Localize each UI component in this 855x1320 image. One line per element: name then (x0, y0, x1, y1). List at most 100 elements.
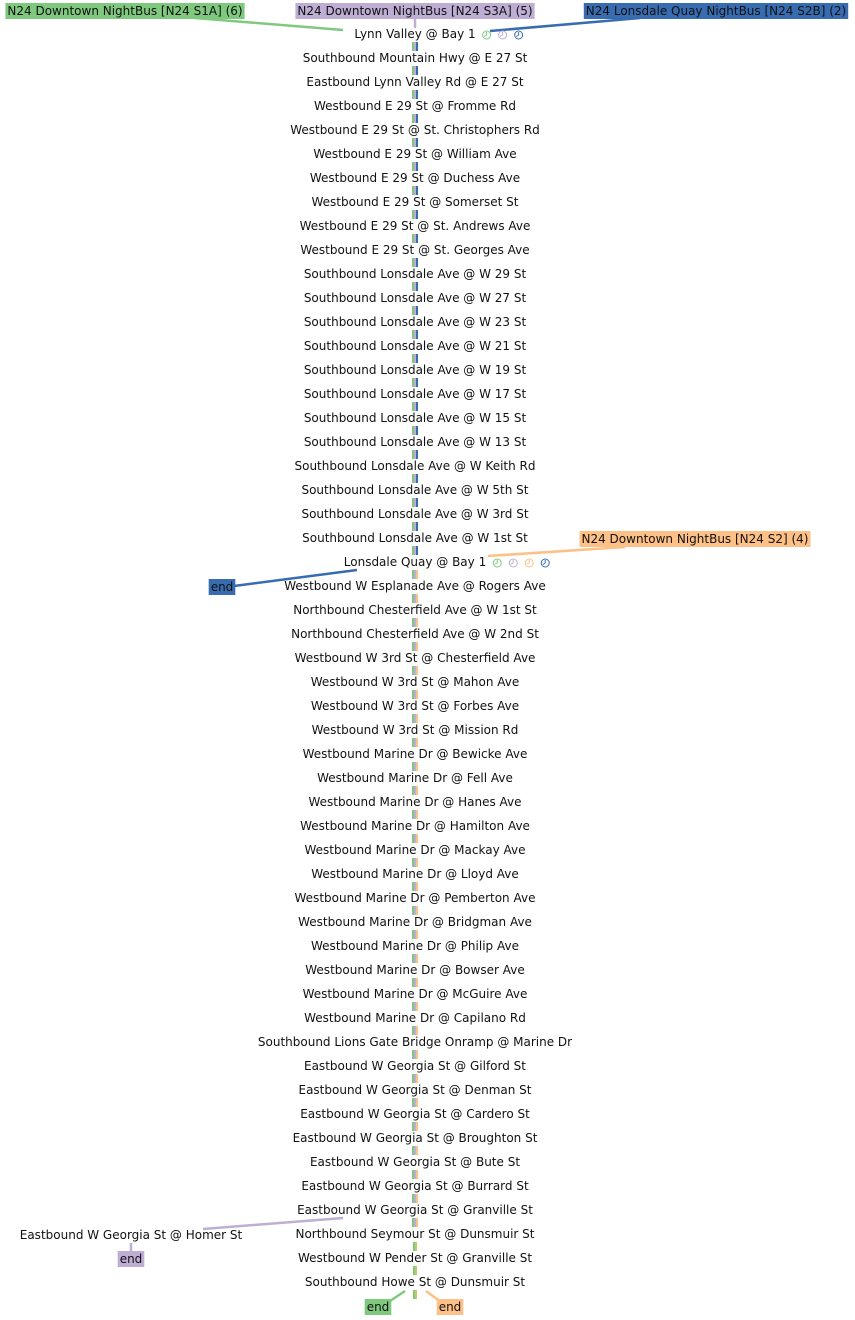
segment-bar (414, 354, 416, 363)
segment-bar (412, 570, 414, 579)
segment-bar (412, 354, 414, 363)
route-label-s2-box (579, 531, 811, 547)
stop-label: Southbound Lonsdale Ave @ W 5th St (301, 483, 528, 497)
route-label-s2-text: N24 Downtown NightBus [N24 S2] (4) (582, 532, 809, 546)
segment-bar (412, 1074, 414, 1083)
route-label-s2b-text: N24 Lonsdale Quay NightBus [N24 S2B] (2) (586, 4, 846, 18)
segment-bar (416, 1146, 418, 1155)
segment-bar (415, 1266, 417, 1275)
segment-bar (416, 690, 418, 699)
stop-label: Westbound E 29 St @ St. Christophers Rd (290, 123, 540, 137)
segment-bar (414, 258, 416, 267)
segment-bar (414, 210, 416, 219)
end-marker-s2: end (436, 1299, 464, 1315)
stop-label: Eastbound Lynn Valley Rd @ E 27 St (306, 75, 523, 89)
segment-bar (412, 378, 414, 387)
segment-bar (414, 1026, 416, 1035)
segment-bar (412, 90, 414, 99)
segment-bar (413, 1242, 415, 1251)
stop-label: Westbound Marine Dr @ Philip Ave (311, 939, 519, 953)
clock-icon (492, 558, 502, 568)
segment-bar (415, 1242, 417, 1251)
segment-bar (414, 858, 416, 867)
segment-bar (412, 954, 414, 963)
segment-bar (414, 450, 416, 459)
segment-bar (414, 1146, 416, 1155)
segment-bar (412, 930, 414, 939)
stop-label: Westbound E 29 St @ St. Georges Ave (300, 243, 529, 257)
segment-bar (413, 1266, 415, 1275)
segment-bar (412, 1098, 414, 1107)
segment-bar (414, 162, 416, 171)
segment-bar (414, 402, 416, 411)
stop-label: Westbound W Pender St @ Granville St (298, 1251, 532, 1265)
route-label-s1a: N24 Downtown NightBus [N24 S1A] (6) (5, 3, 245, 19)
stop-label: Westbound Marine Dr @ Hamilton Ave (300, 819, 530, 833)
segment-bar (414, 1170, 416, 1179)
segment-bar (414, 330, 416, 339)
segment-bar (414, 474, 416, 483)
stop-label: Northbound Chesterfield Ave @ W 2nd St (291, 627, 539, 641)
segment-bar (412, 474, 414, 483)
segment-bar (416, 66, 418, 75)
segment-bar (414, 882, 416, 891)
segment-bar (416, 330, 418, 339)
segment-bar (412, 666, 414, 675)
stop-label: Southbound Lonsdale Ave @ W 13 St (304, 435, 527, 449)
segment-bar (412, 1026, 414, 1035)
stop-label: Westbound Marine Dr @ McGuire Ave (303, 987, 528, 1001)
segment-bar (412, 906, 414, 915)
segment-bar (416, 834, 418, 843)
stop-label: Eastbound W Georgia St @ Denman St (298, 1083, 531, 1097)
stop-label: Westbound Marine Dr @ Pemberton Ave (295, 891, 536, 905)
segment-bar (416, 810, 418, 819)
end-marker-s3a-box (117, 1251, 145, 1267)
stop-label: Southbound Lonsdale Ave @ W 3rd St (301, 507, 528, 521)
segment-bar (412, 762, 414, 771)
segment-bar (416, 522, 418, 531)
stop-label: Southbound Lions Gate Bridge Onramp @ Ma… (258, 1035, 572, 1049)
segment-bar (416, 762, 418, 771)
stop-label: Southbound Lonsdale Ave @ W 1st St (302, 531, 528, 545)
stop-label: Westbound Marine Dr @ Bewicke Ave (303, 747, 528, 761)
end-marker-s1a-box (364, 1299, 392, 1315)
segment-bar (416, 378, 418, 387)
segment-bar (416, 570, 418, 579)
segment-bar (414, 738, 416, 747)
segment-bar (416, 978, 418, 987)
segment-bar (414, 786, 416, 795)
segment-bar (416, 282, 418, 291)
stop-label: Westbound E 29 St @ Duchess Ave (310, 171, 520, 185)
segment-bar (414, 1122, 416, 1131)
segment-bar (416, 594, 418, 603)
stop-label: Northbound Chesterfield Ave @ W 1st St (293, 603, 537, 617)
segment-bar (412, 258, 414, 267)
segment-bar (412, 714, 414, 723)
stop-label: Southbound Mountain Hwy @ E 27 St (303, 51, 528, 65)
stop-label: Westbound Marine Dr @ Bridgman Ave (298, 915, 532, 929)
segment-bar (412, 1146, 414, 1155)
route-label-s1a-box (5, 3, 245, 19)
stop-label: Southbound Lonsdale Ave @ W 19 St (304, 363, 527, 377)
segment-bar (416, 474, 418, 483)
stop-label: Eastbound W Georgia St @ Broughton St (293, 1131, 538, 1145)
clock-icon (498, 30, 508, 40)
segment-bar (414, 690, 416, 699)
segment-bar (414, 714, 416, 723)
s2b-end-connector (233, 568, 358, 588)
segment-bar (414, 618, 416, 627)
stop-label: Westbound Marine Dr @ Capilano Rd (304, 1011, 526, 1025)
segment-bar (416, 858, 418, 867)
segment-bar (416, 162, 418, 171)
stop-label: Westbound Marine Dr @ Fell Ave (317, 771, 513, 785)
segment-bar (416, 906, 418, 915)
end-marker-s2-box (436, 1299, 464, 1315)
segment-bar (416, 450, 418, 459)
s1a-end-connector (389, 1289, 406, 1303)
segment-bar (416, 546, 418, 555)
segment-bar (412, 1218, 414, 1227)
route-label-s3a-text: N24 Downtown NightBus [N24 S3A] (5) (297, 4, 532, 18)
segment-bar (416, 258, 418, 267)
connector-lines (129, 16, 641, 1304)
